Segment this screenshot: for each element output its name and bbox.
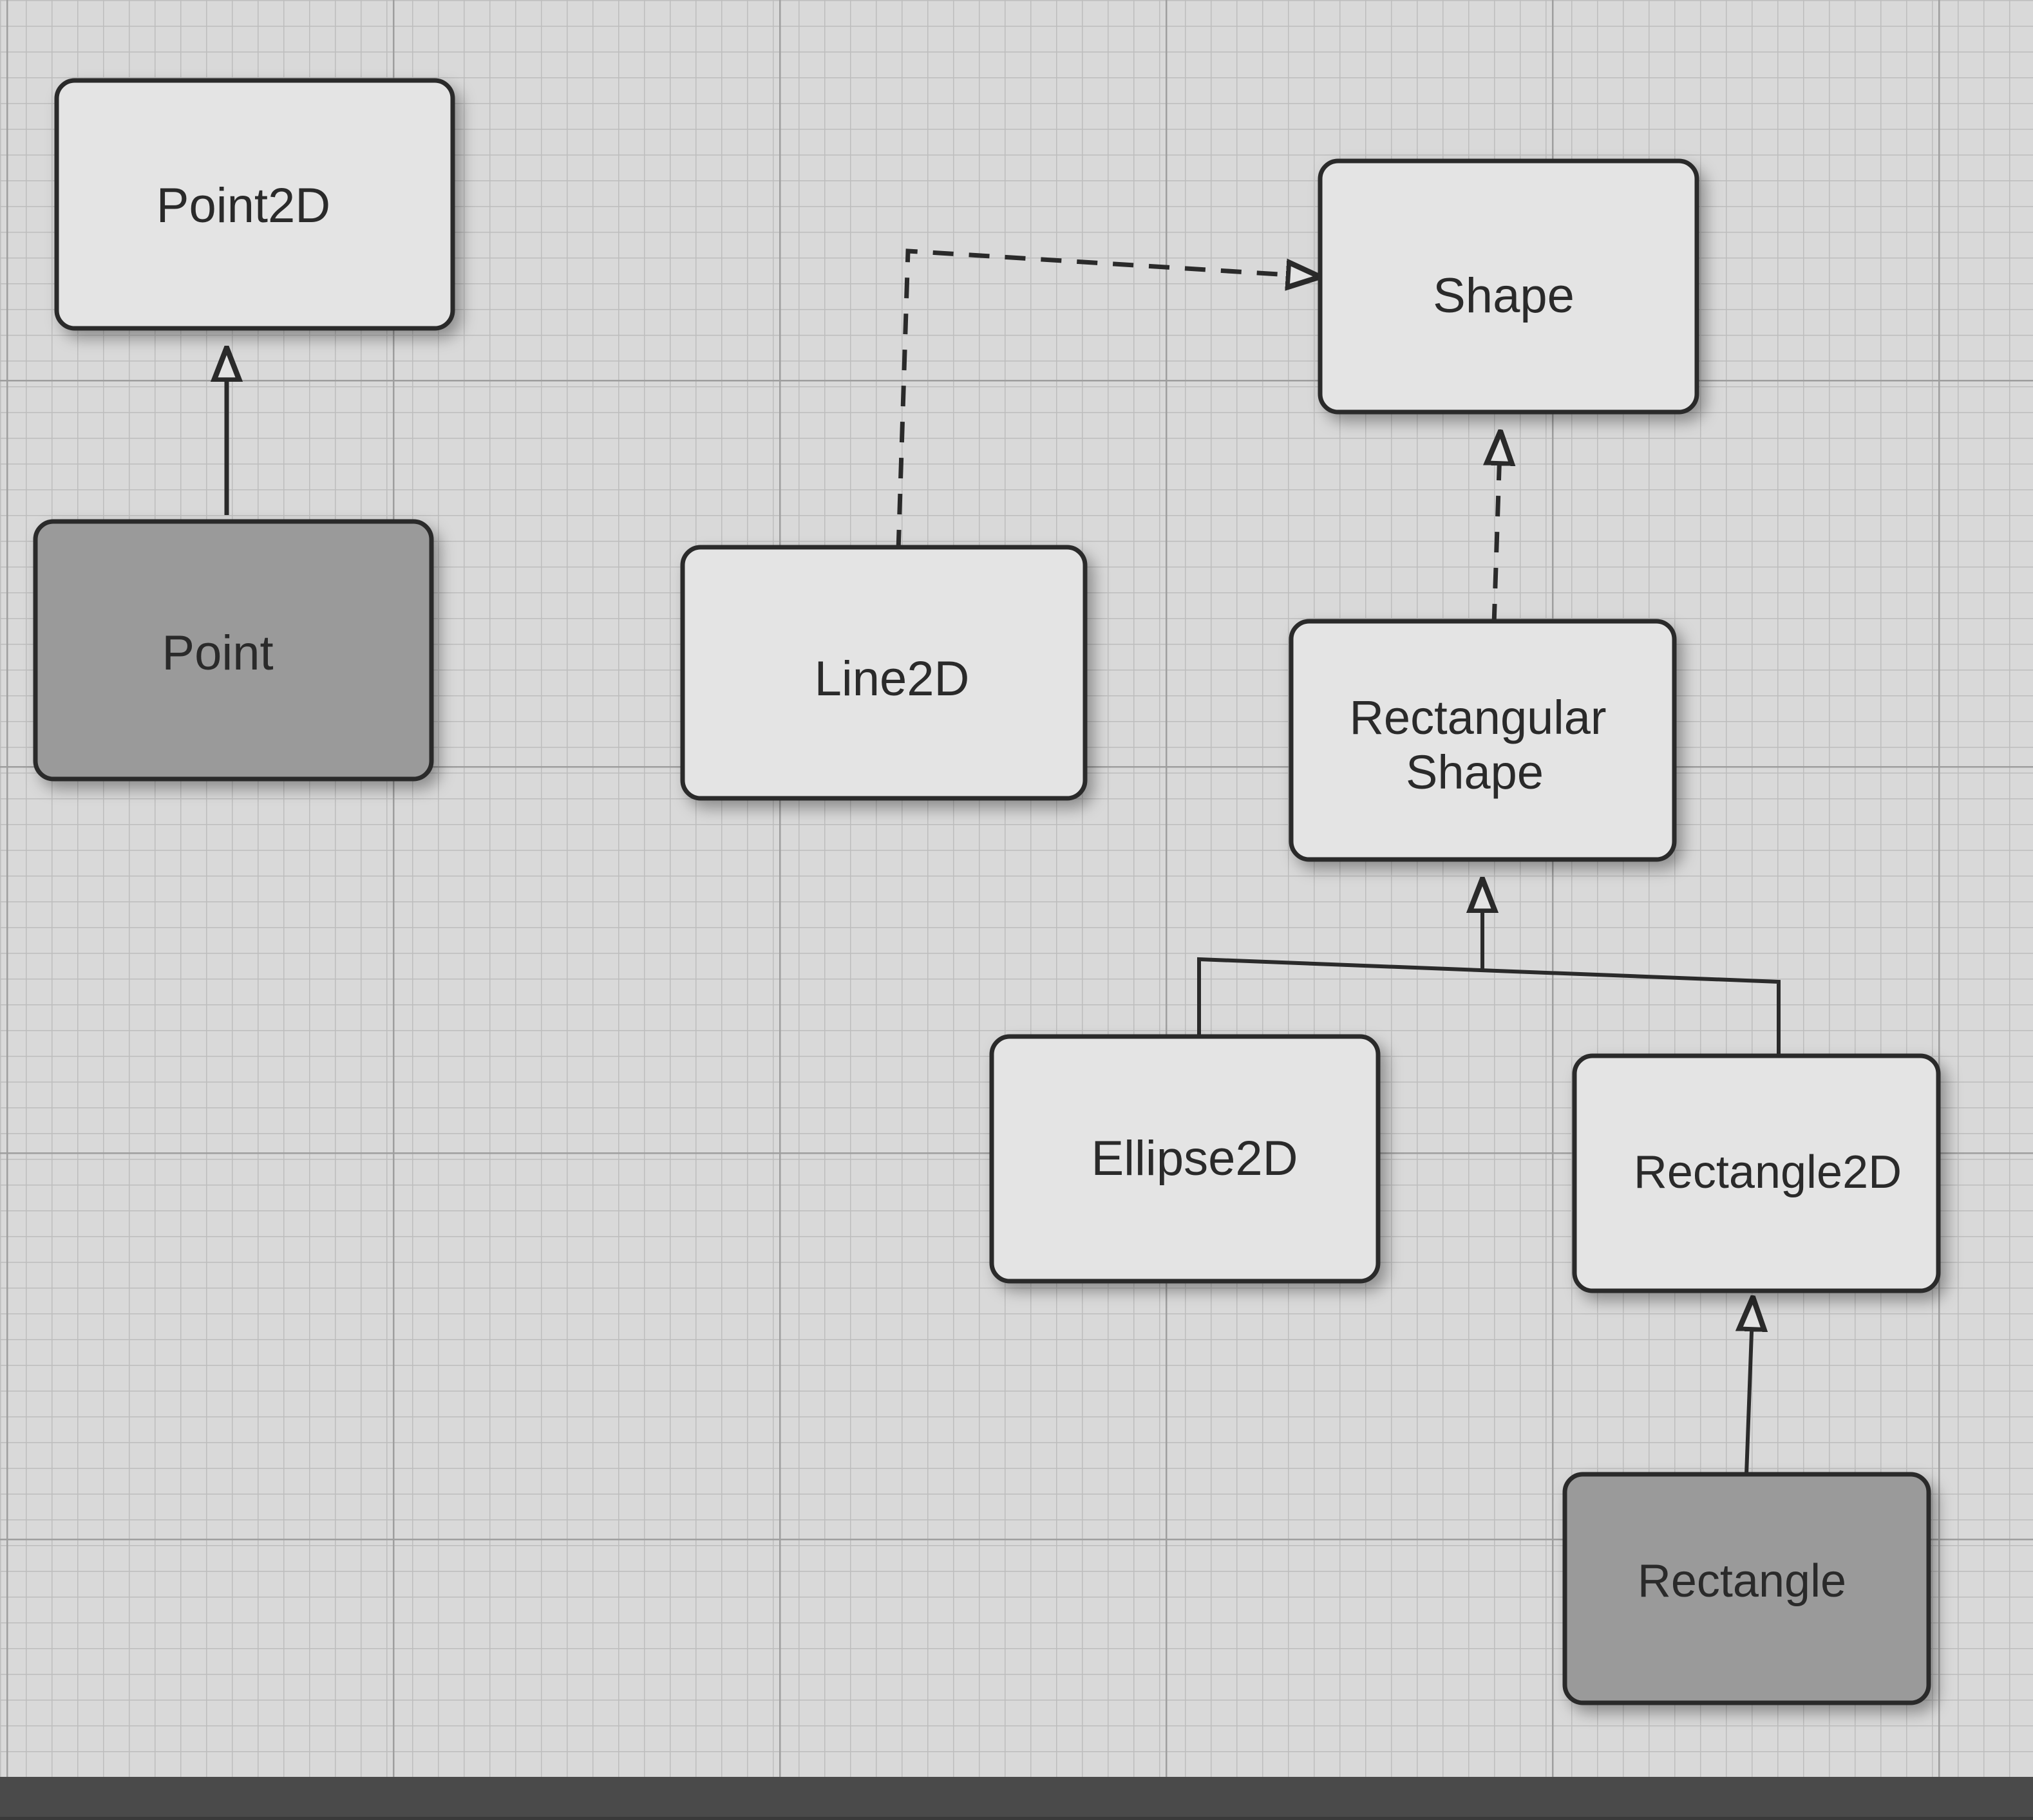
connectors <box>227 249 1781 1475</box>
class-box-rectangular-shape: Rectangular Shape <box>1289 619 1677 862</box>
edge-subclasses-bus <box>1197 957 1781 1056</box>
edge-rectangularshape-to-shape <box>1494 431 1500 625</box>
class-label-rectangle: Rectangle <box>1638 1555 1846 1607</box>
class-label-shape: Shape <box>1433 268 1574 323</box>
class-box-rectangle2d: Rectangle2D <box>1572 1053 1941 1293</box>
class-label-rectangle2d: Rectangle2D <box>1634 1147 1902 1198</box>
class-label-ellipse2d: Ellipse2D <box>1091 1131 1298 1186</box>
class-box-line2d: Line2D <box>680 545 1088 801</box>
class-box-point2d: Point2D <box>54 78 455 331</box>
edge-line2d-to-shape <box>896 249 1320 551</box>
class-label-rectangular-shape-line1: Rectangular <box>1349 691 1606 744</box>
edge-rectangle-to-rectangle2d <box>1746 1297 1753 1475</box>
class-box-point: Point <box>33 519 434 782</box>
page-edge-shadow <box>0 1777 2033 1817</box>
class-label-line2d: Line2D <box>815 652 970 706</box>
class-label-point2d: Point2D <box>156 178 330 233</box>
class-label-rectangular-shape-line2: Shape <box>1406 746 1544 799</box>
class-label-point: Point <box>162 626 273 680</box>
class-box-rectangle: Rectangle <box>1562 1472 1931 1705</box>
class-box-ellipse2d: Ellipse2D <box>989 1034 1381 1284</box>
class-box-shape: Shape <box>1318 158 1699 415</box>
